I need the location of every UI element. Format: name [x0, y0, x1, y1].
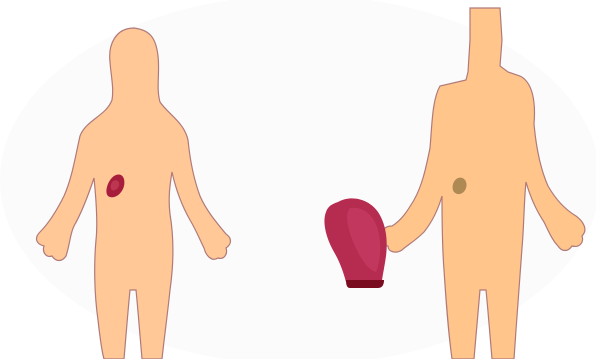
enlarged-spleen-base: [346, 280, 384, 288]
